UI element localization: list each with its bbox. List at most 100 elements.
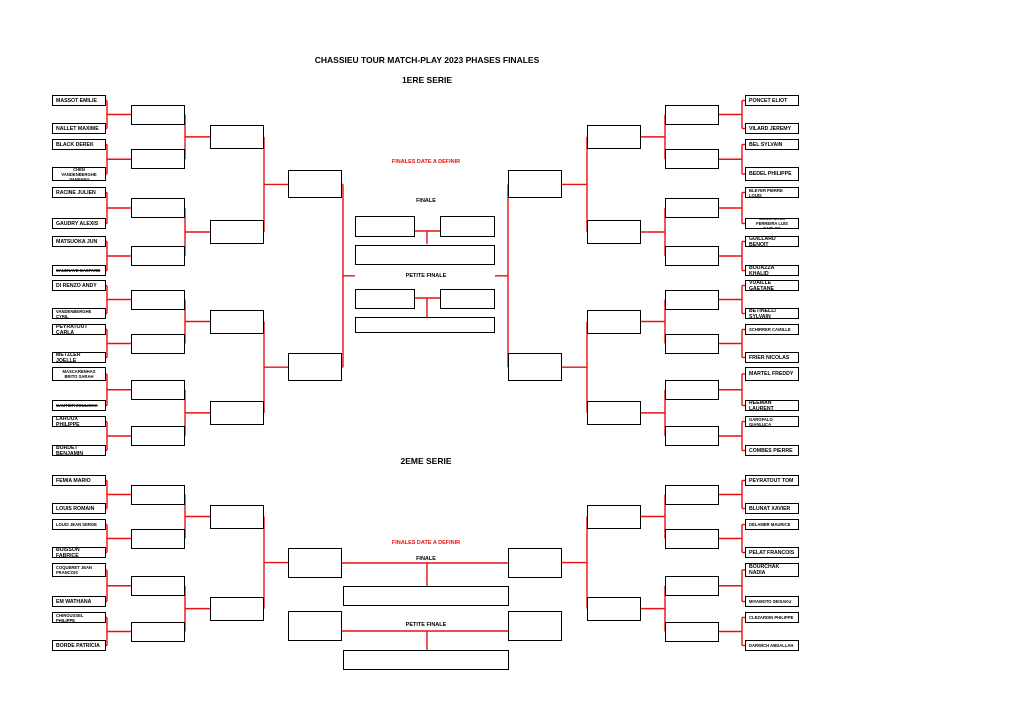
serie1-finale-winner-slot xyxy=(355,245,495,265)
left-player-serie2-6: EM WATHANA xyxy=(52,596,106,607)
player-name: LOUIS JEAN SERGE xyxy=(56,522,97,527)
serie1-heading: 1ERE SERIE xyxy=(401,75,453,85)
left-r2-slot-serie2-2 xyxy=(210,596,264,621)
player-name: BURDET BENJAMIN xyxy=(56,445,84,456)
left-player-serie1-16: BURDET BENJAMIN xyxy=(52,445,106,456)
left-r1-slot-serie1-1 xyxy=(131,104,185,125)
right-player-serie1-15: GAROFALO GIANLUCA xyxy=(745,416,799,427)
left-player-serie1-8: SALENAVE GASPARD xyxy=(52,265,106,276)
player-name: PEYRATOUT TOM xyxy=(749,477,794,484)
left-r1-slot-serie1-5 xyxy=(131,289,185,310)
right-player-serie1-13: MARTEL FREDDY xyxy=(745,367,799,381)
left-player-serie1-13: MASCARENHAS BRITO SARAH xyxy=(52,367,106,381)
player-name: SALENAVE GASPARD xyxy=(56,268,101,273)
player-name: CHEN VANDENBERGHE JIANFANG xyxy=(61,167,97,181)
player-name: SCHIRRER CAMILLE xyxy=(749,327,791,332)
right-r1-slot-serie2-2 xyxy=(665,528,719,549)
left-r1-slot-serie1-4 xyxy=(131,246,185,266)
right-player-serie1-16: COMBES PIERRE xyxy=(745,445,799,456)
player-name: REEMAN LAURENT xyxy=(749,400,774,411)
left-player-serie1-7: MATSUOKA JUN xyxy=(52,236,106,247)
serie2-petite-finale-winner-slot xyxy=(343,650,509,670)
serie2-finale-label: FINALE xyxy=(416,556,436,562)
serie2-right-semi-slot xyxy=(508,547,562,578)
player-name: RACINE JULIEN xyxy=(56,189,96,196)
right-player-serie1-12: FRIER NICOLAS xyxy=(745,352,799,363)
left-r1-slot-serie2-2 xyxy=(131,528,185,549)
left-r2-slot-serie2-1 xyxy=(210,504,264,529)
serie1-petite-finale-winner-slot xyxy=(355,317,495,333)
player-name: DELAMER MAURICE xyxy=(749,522,791,527)
left-r3-slot-serie1-1 xyxy=(288,170,342,199)
right-r2-slot-serie1-4 xyxy=(587,400,641,425)
player-name: BOURCHAK NADIA xyxy=(749,564,780,576)
right-r1-slot-serie1-7 xyxy=(665,379,719,400)
left-player-serie2-4: BUISSON FABRICE xyxy=(52,547,106,558)
serie2-petite-finale-label: PETITE FINALE xyxy=(405,622,447,628)
left-player-serie2-5: COQUERET JEAN FRANCOIS xyxy=(52,563,106,577)
page-title: CHASSIEU TOUR MATCH-PLAY 2023 PHASES FIN… xyxy=(314,55,540,65)
player-name: NALLET MAXIME xyxy=(56,125,99,132)
player-name: CHIROUSSEL PHILIPPE xyxy=(56,612,84,623)
left-r2-slot-serie1-2 xyxy=(210,220,264,244)
serie2-petite-finale-right-slot xyxy=(508,611,562,641)
player-name: FEMIA MARIO xyxy=(56,477,91,484)
left-player-serie1-3: BLACK DEREK xyxy=(52,139,106,150)
left-player-serie2-3: LOUIS JEAN SERGE xyxy=(52,519,106,530)
left-player-serie2-2: LOUIS ROMAIN xyxy=(52,503,106,514)
left-player-serie1-10: VANDENBERGHE CYRIL xyxy=(52,308,106,319)
serie1-finale-right-slot xyxy=(440,216,495,237)
player-name: BORDE PATRICIA xyxy=(56,642,100,649)
left-r1-slot-serie2-3 xyxy=(131,575,185,596)
player-name: LOUIS ROMAIN xyxy=(56,505,95,512)
right-player-serie2-7: CLEZARDIN PHILIPPE xyxy=(745,612,799,623)
right-r1-slot-serie2-3 xyxy=(665,575,719,596)
left-player-serie1-12: METZLER JOELLE xyxy=(52,352,106,363)
player-name: MASSOT EMILIE xyxy=(56,97,97,104)
right-player-serie1-3: BEL SYLVAIN xyxy=(745,139,799,150)
player-name: CLEZARDIN PHILIPPE xyxy=(749,615,794,620)
left-r1-slot-serie1-6 xyxy=(131,333,185,354)
player-name: GUILLARD BENOIT xyxy=(749,236,776,247)
right-player-serie1-10: BETINELLI SYLVAIN xyxy=(745,308,799,319)
player-name: FRIER NICOLAS xyxy=(749,354,790,361)
serie2-left-semi-slot xyxy=(288,547,342,578)
left-player-serie2-7: CHIROUSSEL PHILIPPE xyxy=(52,612,106,623)
right-r1-slot-serie1-5 xyxy=(665,289,719,310)
right-player-serie1-14: REEMAN LAURENT xyxy=(745,400,799,411)
right-r3-slot-serie1-1 xyxy=(508,170,562,199)
player-name: DARWICH ABDALLAH xyxy=(749,643,794,648)
player-name: MIYAMOTO SEISAKU xyxy=(749,599,792,604)
player-name: MARTEL FREDDY xyxy=(749,371,794,377)
left-r1-slot-serie1-3 xyxy=(131,198,185,218)
left-player-serie1-6: GAUDRY ALEXIS xyxy=(52,218,106,229)
left-r1-slot-serie2-1 xyxy=(131,484,185,505)
right-player-serie1-6: GONCALVES FERREIRA LUIS CARLOS xyxy=(745,218,799,229)
right-player-serie2-5: BOURCHAK NADIA xyxy=(745,563,799,577)
left-r1-slot-serie1-7 xyxy=(131,379,185,400)
left-player-serie1-1: MASSOT EMILIE xyxy=(52,95,106,106)
player-name: BETINELLI SYLVAIN xyxy=(749,308,776,319)
player-name: BEDEL PHILIPPE xyxy=(749,171,792,177)
player-name: LAROUX PHILIPPE xyxy=(56,416,80,427)
serie2-petite-finale-left-slot xyxy=(288,611,342,641)
right-r1-slot-serie1-3 xyxy=(665,198,719,218)
player-name: PEYRATOUT CARLA xyxy=(56,324,88,335)
left-r1-slot-serie1-8 xyxy=(131,426,185,446)
player-name: VUAILLE GAETANE xyxy=(749,280,774,291)
right-r1-slot-serie1-6 xyxy=(665,333,719,354)
player-name: BEL SYLVAIN xyxy=(749,141,783,148)
serie2-finale-winner-slot xyxy=(343,586,509,606)
left-r2-slot-serie1-4 xyxy=(210,400,264,425)
left-player-serie1-2: NALLET MAXIME xyxy=(52,123,106,134)
right-r2-slot-serie2-2 xyxy=(587,596,641,621)
left-r1-slot-serie2-4 xyxy=(131,621,185,642)
left-player-serie1-9: DI RENZO ANDY xyxy=(52,280,106,291)
left-r2-slot-serie1-1 xyxy=(210,124,264,149)
right-player-serie2-4: PELAT FRANCOIS xyxy=(745,547,799,558)
serie1-petite-finale-right-slot xyxy=(440,289,495,309)
left-player-serie2-8: BORDE PATRICIA xyxy=(52,640,106,651)
right-r2-slot-serie2-1 xyxy=(587,504,641,529)
right-r2-slot-serie1-3 xyxy=(587,309,641,334)
serie2-heading: 2EME SERIE xyxy=(400,456,452,466)
